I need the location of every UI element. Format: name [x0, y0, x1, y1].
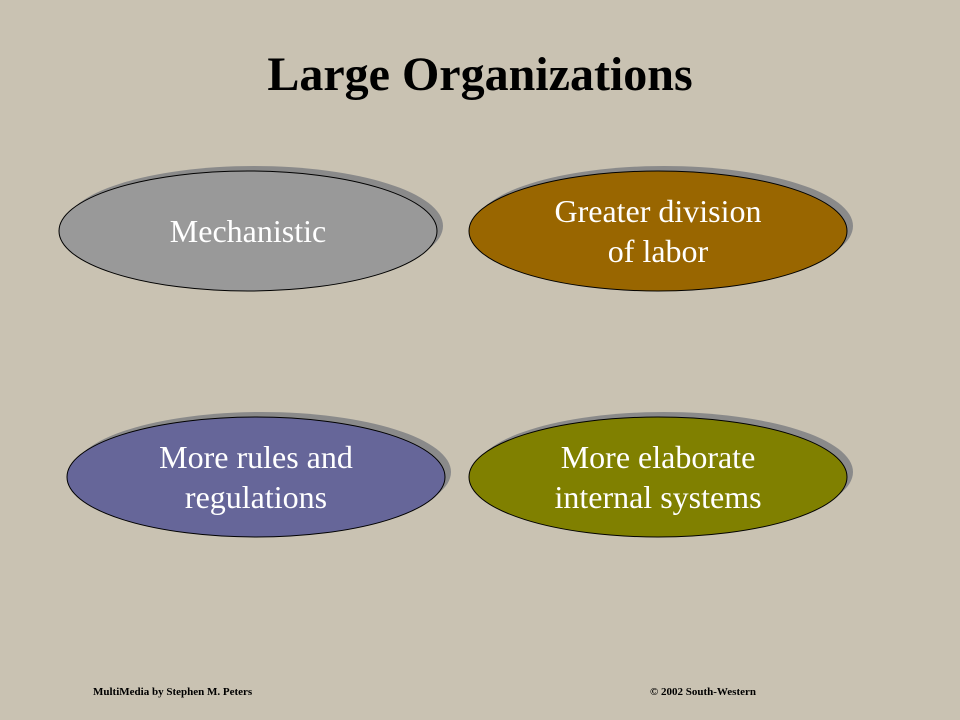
oval-rules-and-regulations-shape	[66, 412, 451, 538]
oval-rules-and-regulations: More rules and regulations	[63, 412, 451, 541]
oval-division-of-labor: Greater division of labor	[465, 166, 853, 295]
oval-internal-systems: More elaborate internal systems	[465, 412, 853, 541]
oval-rules-and-regulations-label: More rules and regulations	[159, 439, 353, 515]
footer-copyright: © 2002 South-Western	[650, 686, 756, 698]
oval-internal-systems-shape	[468, 412, 853, 538]
oval-mechanistic-shape	[58, 166, 443, 292]
oval-internal-systems-label: More elaborate internal systems	[554, 439, 762, 515]
oval-mechanistic-label: Mechanistic	[169, 213, 327, 249]
slide-title: Large Organizations	[267, 48, 693, 101]
oval-body	[66, 416, 446, 538]
oval-body	[468, 170, 848, 292]
oval-division-of-labor-label: Greater division of labor	[554, 193, 762, 269]
footer-credit: MultiMedia by Stephen M. Peters	[93, 686, 253, 698]
oval-mechanistic: Mechanistic	[55, 166, 443, 295]
oval-body	[58, 170, 438, 292]
oval-division-of-labor-shape	[468, 166, 853, 292]
oval-body	[468, 416, 848, 538]
